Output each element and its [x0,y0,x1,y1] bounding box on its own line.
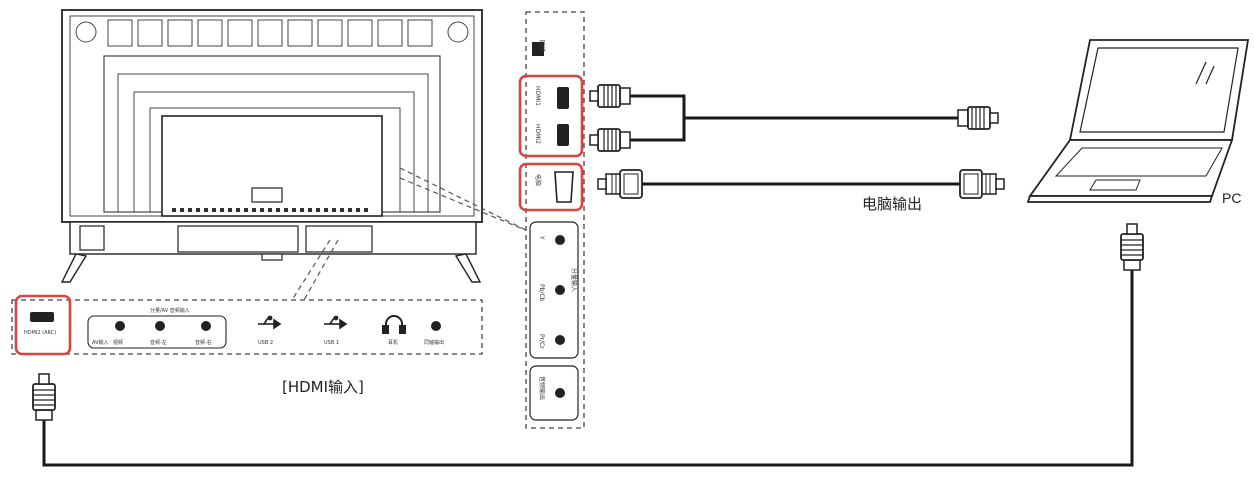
hdmi-plug [957,106,999,130]
bottom-port-label-8: 同轴输出 [424,339,444,346]
vga-plug [597,169,643,199]
side-panel: 网络 HDMI1 HDMI2 电脑 Y Pb/Cb Pr/Cr 分量输入 音频输… [518,11,585,429]
side-group-label: 分量输入 [570,268,578,292]
tv-back [60,9,483,283]
bottom-port-label-0: HDMI2 (ARC) [24,330,56,336]
bottom-port-label-5: USB 2 [258,340,273,346]
usb-icon [258,315,282,330]
laptop-icon [1026,39,1250,203]
hdmi2-arc-highlight-box [14,294,72,356]
bottom-port-label-1: AV输入 [92,339,109,346]
hdmi-plug [1120,223,1144,271]
hdmi2-port [557,124,569,146]
side-port-label-1: HDMI1 [534,86,541,106]
side-port-label-5: Pb/Cb [538,284,545,302]
pc-output-label: 电脑输出 [862,195,923,213]
cables [42,94,1134,467]
side-port-label-2: HDMI2 [534,124,541,144]
bottom-port-label-2: 视频 [113,339,123,346]
leader-lines [291,167,531,301]
vga-highlight-box [518,162,584,212]
pc-label: PC [1222,190,1242,206]
side-port-label-0: 网络 [538,40,546,52]
bottom-group-label: 分量/AV 音频输入 [150,307,190,314]
hdmi-highlight-box [518,74,584,158]
bottom-port-label-4: 音频-右 [195,339,212,346]
side-port-label-4: Y [538,235,545,240]
bottom-panel: HDMI2 (ARC) AV输入 视频 音频-左 音频-右 分量/AV 音频输入… [11,294,483,356]
hdmi2-arc-port [30,312,54,322]
side-port-label-3: 电脑 [534,174,542,186]
side-port-label-6: Pr/Cr [538,334,545,349]
side-port-label-7: 音频输出 [538,376,546,400]
hdmi-plug [32,373,56,421]
hdmi-input-label: [HDMI输入] [282,378,364,396]
hdmi-plug [589,84,631,108]
bottom-port-label-3: 音频-左 [150,339,167,346]
bottom-port-label-6: USB 1 [324,340,339,346]
vga-port [554,171,574,203]
hdmi-plug [589,128,631,152]
usb-icon [324,315,348,330]
hdmi1-port [557,87,569,109]
bottom-port-label-7: 耳机 [388,339,398,346]
vga-plug [959,169,1005,199]
headphone-icon [382,315,406,334]
